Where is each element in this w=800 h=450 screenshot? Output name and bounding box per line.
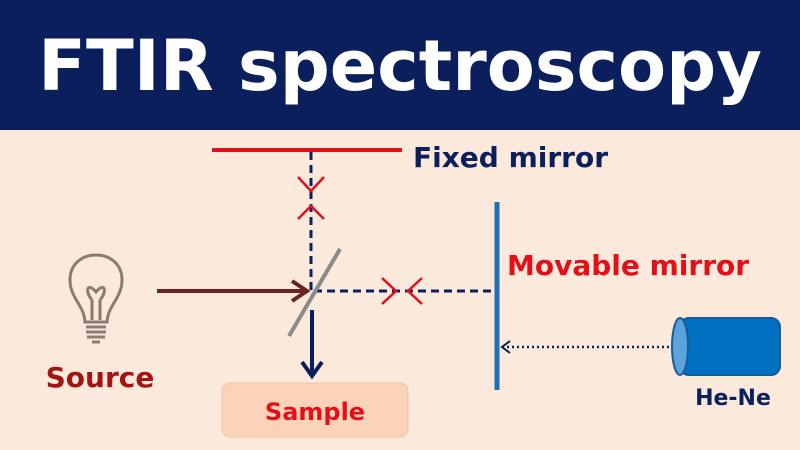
light-bulb-icon: [68, 253, 124, 344]
chevron-down-icon: [297, 176, 325, 193]
page-title: FTIR spectroscopy: [38, 25, 762, 107]
laser-label: He-Ne: [695, 386, 771, 411]
arrow-right-icon: [290, 279, 311, 303]
fixed-mirror-label: Fixed mirror: [413, 141, 608, 174]
cylinder-laser-icon: [671, 317, 781, 376]
sample-box: [221, 382, 409, 438]
beam-splitter: [287, 247, 342, 338]
chevron-right-icon: [381, 277, 398, 305]
movable-mirror-label: Movable mirror: [507, 249, 749, 282]
arrow-down-icon: [300, 360, 324, 380]
chevron-up-icon: [297, 204, 325, 220]
source-label: Source: [46, 361, 155, 394]
sample-label: Sample: [265, 398, 365, 426]
chevron-left-icon: [406, 277, 423, 305]
arrow-left-icon: [500, 340, 511, 354]
title-banner: [0, 0, 800, 130]
